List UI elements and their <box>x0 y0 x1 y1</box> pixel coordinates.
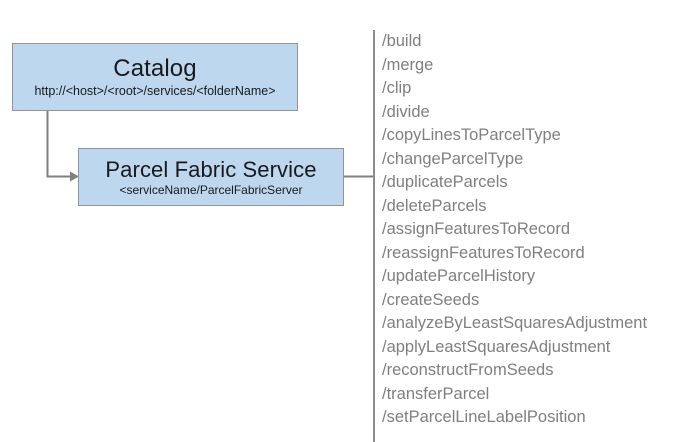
operation-list-item[interactable]: /analyzeByLeastSquaresAdjustment <box>382 314 648 332</box>
parcel-fabric-service-node-path: <serviceName/ParcelFabricServer <box>119 182 303 197</box>
operations-panel: /build/merge/clip/divide/copyLinesToParc… <box>374 30 686 442</box>
catalog-node-title: Catalog <box>113 55 197 82</box>
operation-list-item[interactable]: /merge <box>382 55 434 74</box>
operation-list-item[interactable]: /clip <box>382 79 412 97</box>
operation-list-item[interactable]: /divide <box>382 102 430 121</box>
operation-list-item[interactable]: /assignFeaturesToRecord <box>382 220 571 238</box>
operation-list-item[interactable]: /duplicateParcels <box>382 173 508 191</box>
operation-list-item[interactable]: /copyLinesToParcelType <box>382 126 561 144</box>
operation-list-item[interactable]: /applyLeastSquaresAdjustment <box>382 337 611 356</box>
operation-list-item[interactable]: /reconstructFromSeeds <box>382 361 554 379</box>
parcel-fabric-service-node-title: Parcel Fabric Service <box>105 156 317 182</box>
operation-list-item[interactable]: /changeParcelType <box>382 149 524 168</box>
catalog-to-service-connector <box>46 111 70 178</box>
operation-list-item[interactable]: /updateParcelHistory <box>382 267 536 285</box>
parcel-fabric-service-node[interactable]: Parcel Fabric Service <serviceName/Parce… <box>78 148 344 206</box>
operation-list-item[interactable]: /reassignFeaturesToRecord <box>382 243 585 262</box>
operation-list-item[interactable]: /build <box>382 32 422 50</box>
operation-list-item[interactable]: /transferParcel <box>382 384 490 403</box>
catalog-node[interactable]: Catalog http://<host>/<root>/services/<f… <box>12 43 298 111</box>
operation-list-item[interactable]: /setParcelLineLabelPosition <box>382 408 586 426</box>
operation-list-item[interactable]: /createSeeds <box>382 290 480 309</box>
operation-list-item[interactable]: /deleteParcels <box>382 196 487 215</box>
operations-list: /build/merge/clip/divide/copyLinesToParc… <box>382 30 647 430</box>
catalog-node-url: http://<host>/<root>/services/<folderNam… <box>34 84 276 98</box>
